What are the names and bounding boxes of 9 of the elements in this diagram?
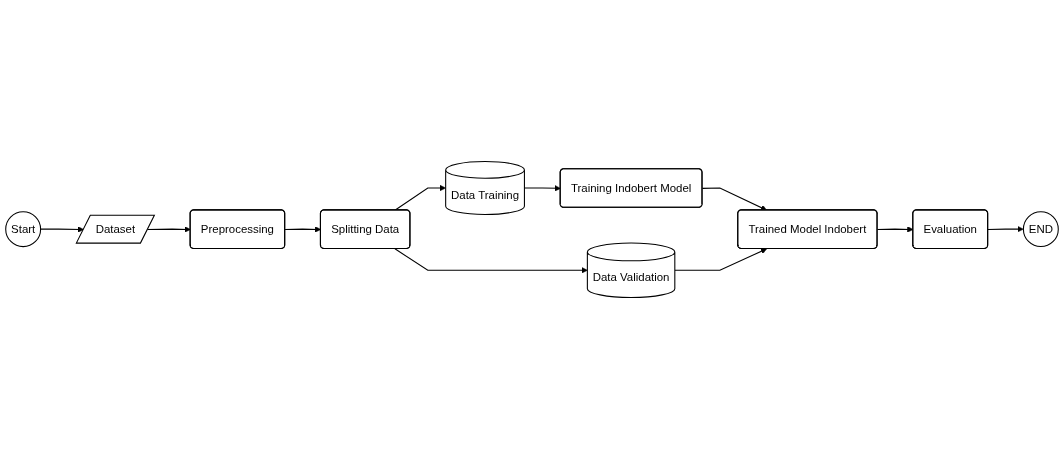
arrow [394,184,446,211]
arrow [394,248,588,274]
node-circle: Start [5,211,42,248]
arrow [40,226,84,233]
arrow [674,248,767,271]
arrow [147,226,191,233]
node-circle: END [1022,211,1059,248]
arrow [523,185,561,192]
arrow [987,226,1024,233]
